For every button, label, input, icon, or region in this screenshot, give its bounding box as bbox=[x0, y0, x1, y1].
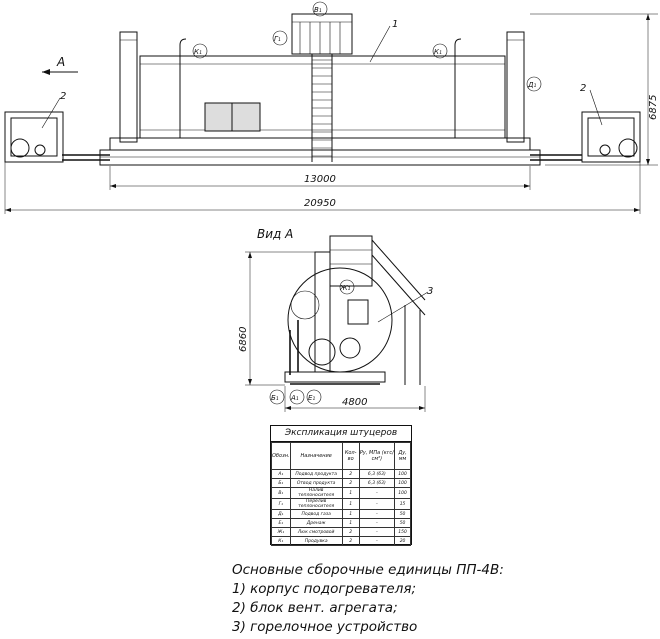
notes-item-2: 2) блок вент. агрегата; bbox=[232, 600, 398, 616]
dim-13000: 13000 bbox=[304, 174, 336, 185]
nozzle-label-v1: В₁ bbox=[314, 6, 322, 14]
spec-header-cell: Ру, МПа (кгс/см²) bbox=[358, 442, 396, 470]
spec-cell: Дренаж bbox=[289, 518, 343, 528]
spec-header-cell: Назначение bbox=[289, 442, 343, 470]
notes-item-1: 1) корпус подогревателя; bbox=[232, 581, 417, 597]
spec-cell: 150 bbox=[394, 527, 411, 537]
spec-header-cell: Кол-во bbox=[341, 442, 360, 470]
spec-cell: – bbox=[358, 487, 396, 499]
spec-cell: К₁ bbox=[271, 536, 291, 546]
spec-cell: Перелив теплоносителя bbox=[289, 498, 343, 510]
nozzle-label-e1: Е₁ bbox=[308, 394, 315, 402]
callout-2-right: 2 bbox=[580, 83, 586, 94]
spec-cell: 100 bbox=[394, 469, 411, 479]
spec-cell: Продувка bbox=[289, 536, 343, 546]
spec-cell: Люк смотровой bbox=[289, 527, 343, 537]
nozzle-label-k1-right: К₁ bbox=[434, 48, 442, 56]
spec-cell: Б₁ bbox=[271, 478, 291, 488]
spec-cell: 50 bbox=[394, 518, 411, 528]
assembly-notes: Основные сборочные единицы ПП-4В: 1) кор… bbox=[232, 561, 562, 637]
view-arrow-label: A bbox=[56, 55, 65, 69]
dim-6875: 6875 bbox=[648, 95, 659, 120]
spec-cell: Ж₁ bbox=[271, 527, 291, 537]
spec-cell: Налив теплоносителя bbox=[289, 487, 343, 499]
spec-cell: 2 bbox=[341, 478, 360, 488]
spec-cell: 50 bbox=[394, 509, 411, 519]
nozzle-label-k1-left: К₁ bbox=[194, 48, 202, 56]
spec-cell: Отвод продукта bbox=[289, 478, 343, 488]
spec-caption: Экспликация штуцеров bbox=[271, 426, 411, 442]
spec-cell: 2 bbox=[341, 527, 360, 537]
callout-1: 1 bbox=[392, 19, 398, 30]
spec-cell: – bbox=[358, 518, 396, 528]
notes-item-3: 3) горелочное устройство bbox=[232, 619, 418, 635]
nozzle-label-b1: Б₁ bbox=[271, 394, 279, 402]
spec-cell: Д₁ bbox=[271, 509, 291, 519]
spec-cell: Е₁ bbox=[271, 518, 291, 528]
spec-cell: 100 bbox=[394, 487, 411, 499]
end-view-a: Вид А 3 Ж₁ Б₁ А₁ Е₁ bbox=[238, 227, 433, 412]
dim-20950: 20950 bbox=[304, 198, 336, 209]
notes-title: Основные сборочные единицы ПП-4В: bbox=[232, 562, 504, 578]
nozzle-label-d1: Д₁ bbox=[527, 81, 536, 89]
spec-cell: 20 bbox=[394, 536, 411, 546]
spec-cell: 1 bbox=[341, 498, 360, 510]
spec-cell: Подвод газа bbox=[289, 509, 343, 519]
spec-cell: 6,3 (63) bbox=[358, 469, 396, 479]
view-a-title: Вид А bbox=[257, 227, 293, 241]
dim-6860: 6860 bbox=[238, 327, 249, 352]
spec-cell: Подвод продукта bbox=[289, 469, 343, 479]
spec-cell: – bbox=[358, 527, 396, 537]
spec-cell: 100 bbox=[394, 478, 411, 488]
spec-cell: 15 bbox=[394, 498, 411, 510]
dim-4800: 4800 bbox=[342, 397, 367, 408]
spec-cell: 1 bbox=[341, 487, 360, 499]
spec-cell: – bbox=[358, 509, 396, 519]
spec-cell: 1 bbox=[341, 518, 360, 528]
spec-cell: А₁ bbox=[271, 469, 291, 479]
callout-3: 3 bbox=[427, 286, 433, 297]
spec-cell: В₁ bbox=[271, 487, 291, 499]
spec-cell: 2 bbox=[341, 469, 360, 479]
spec-header-cell: Ду, мм bbox=[394, 442, 411, 470]
spec-cell: 2 bbox=[341, 536, 360, 546]
spec-cell: – bbox=[358, 498, 396, 510]
callout-2-left: 2 bbox=[60, 91, 66, 102]
spec-cell: 1 bbox=[341, 509, 360, 519]
spec-header-cell: Обозн. bbox=[271, 442, 291, 470]
spec-cell: – bbox=[358, 536, 396, 546]
nozzle-label-zh1: Ж₁ bbox=[339, 284, 351, 292]
spec-cell: Г₁ bbox=[271, 498, 291, 510]
side-elevation-view: A 1 2 2 В₁ Г₁ К₁ К₁ Д₁ 13000 20950 6 bbox=[4, 1, 659, 214]
nozzle-label-g1: Г₁ bbox=[274, 35, 281, 43]
spec-cell: 6,3 (63) bbox=[358, 478, 396, 488]
nozzle-label-a1: А₁ bbox=[290, 394, 299, 402]
